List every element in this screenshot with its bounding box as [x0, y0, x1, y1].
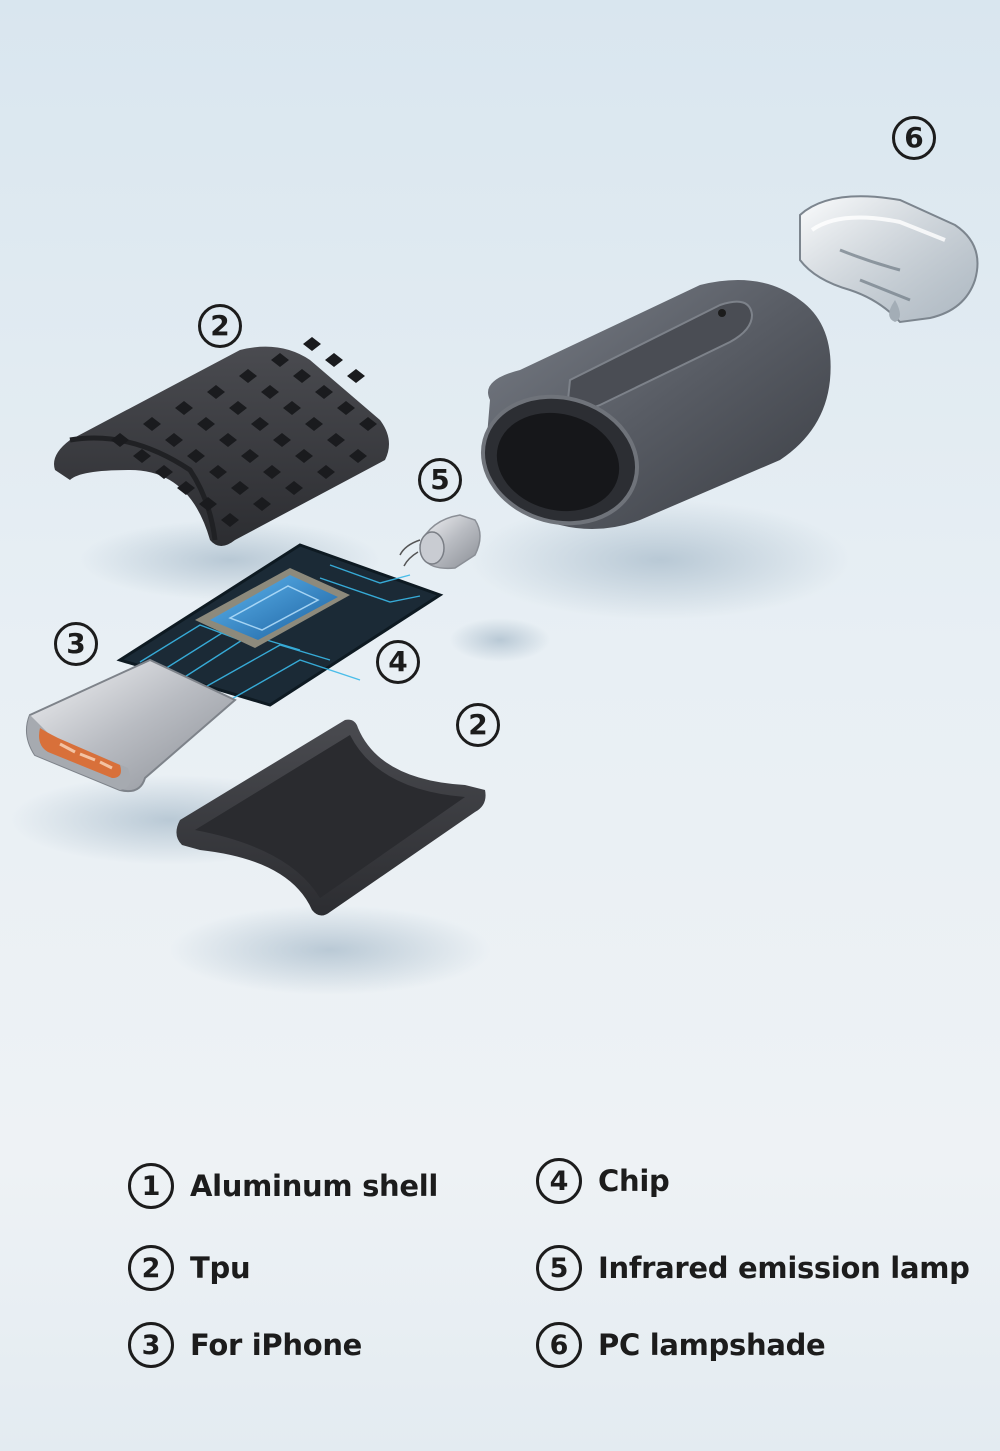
- usb-c-connector: [25, 658, 237, 793]
- tpu-hole: [253, 497, 271, 511]
- legend-label: Chip: [598, 1164, 670, 1198]
- tpu-hole: [283, 401, 301, 415]
- legend-label: Aluminum shell: [190, 1169, 439, 1203]
- tpu-hole: [303, 337, 321, 351]
- tpu-hole: [133, 449, 151, 463]
- tpu-top-cover: [54, 337, 389, 546]
- callout-2-top: 2: [198, 304, 242, 348]
- legend-number: 4: [536, 1158, 582, 1204]
- legend-label: Infrared emission lamp: [598, 1251, 970, 1285]
- pc-lampshade: [799, 195, 979, 324]
- tpu-hole: [261, 385, 279, 399]
- shadow: [450, 618, 550, 662]
- tpu-hole: [177, 481, 195, 495]
- tpu-hole: [347, 369, 365, 383]
- tpu-hole: [155, 465, 173, 479]
- tpu-hole: [273, 433, 291, 447]
- tpu-hole: [295, 449, 313, 463]
- shadow: [170, 905, 490, 995]
- tpu-hole: [359, 417, 377, 431]
- infrared-emission-lamp: [399, 514, 481, 570]
- exploded-view-illustration: [10, 195, 979, 995]
- tpu-hole: [199, 497, 217, 511]
- legend-number: 6: [536, 1322, 582, 1368]
- tpu-hole: [221, 513, 239, 527]
- legend-item-aluminum-shell: 1 Aluminum shell: [128, 1161, 438, 1211]
- legend-number: 2: [128, 1245, 174, 1291]
- legend-number: 3: [128, 1322, 174, 1368]
- tpu-hole: [251, 417, 269, 431]
- tpu-hole: [263, 465, 281, 479]
- tpu-hole: [327, 433, 345, 447]
- tpu-bottom-cover: [176, 719, 486, 916]
- legend-label: For iPhone: [190, 1328, 363, 1362]
- tpu-hole: [241, 449, 259, 463]
- shadow: [470, 500, 850, 620]
- tpu-hole: [165, 433, 183, 447]
- callout-6: 6: [892, 116, 936, 160]
- tpu-hole: [285, 481, 303, 495]
- legend-number: 1: [128, 1163, 174, 1209]
- legend-item-pc-lampshade: 6 PC lampshade: [536, 1320, 826, 1370]
- tpu-hole: [209, 465, 227, 479]
- chip: [195, 568, 350, 648]
- tpu-hole: [231, 481, 249, 495]
- tpu-hole: [175, 401, 193, 415]
- tpu-hole: [317, 465, 335, 479]
- tpu-hole: [219, 433, 237, 447]
- tpu-hole: [293, 369, 311, 383]
- callout-4: 4: [376, 640, 420, 684]
- tpu-hole: [187, 449, 205, 463]
- tpu-hole: [229, 401, 247, 415]
- callout-3: 3: [54, 622, 98, 666]
- legend-item-for-iphone: 3 For iPhone: [128, 1320, 362, 1370]
- legend-label: Tpu: [190, 1251, 251, 1285]
- tpu-hole: [143, 417, 161, 431]
- tpu-hole: [325, 353, 343, 367]
- tpu-hole: [197, 417, 215, 431]
- legend-label: PC lampshade: [598, 1328, 826, 1362]
- aluminum-shell: [480, 280, 831, 529]
- callout-2-bottom: 2: [456, 703, 500, 747]
- callout-5: 5: [418, 458, 462, 502]
- tpu-hole: [239, 369, 257, 383]
- tpu-hole: [271, 353, 289, 367]
- legend-item-chip: 4 Chip: [536, 1156, 670, 1206]
- tpu-hole: [315, 385, 333, 399]
- legend-number: 5: [536, 1245, 582, 1291]
- tpu-hole: [207, 385, 225, 399]
- tpu-hole: [111, 433, 129, 447]
- tpu-hole: [305, 417, 323, 431]
- pcb-board: [116, 543, 444, 707]
- legend-item-infrared-emission-lamp: 5 Infrared emission lamp: [536, 1243, 970, 1293]
- tpu-hole: [349, 449, 367, 463]
- legend-item-tpu: 2 Tpu: [128, 1243, 251, 1293]
- tpu-hole: [337, 401, 355, 415]
